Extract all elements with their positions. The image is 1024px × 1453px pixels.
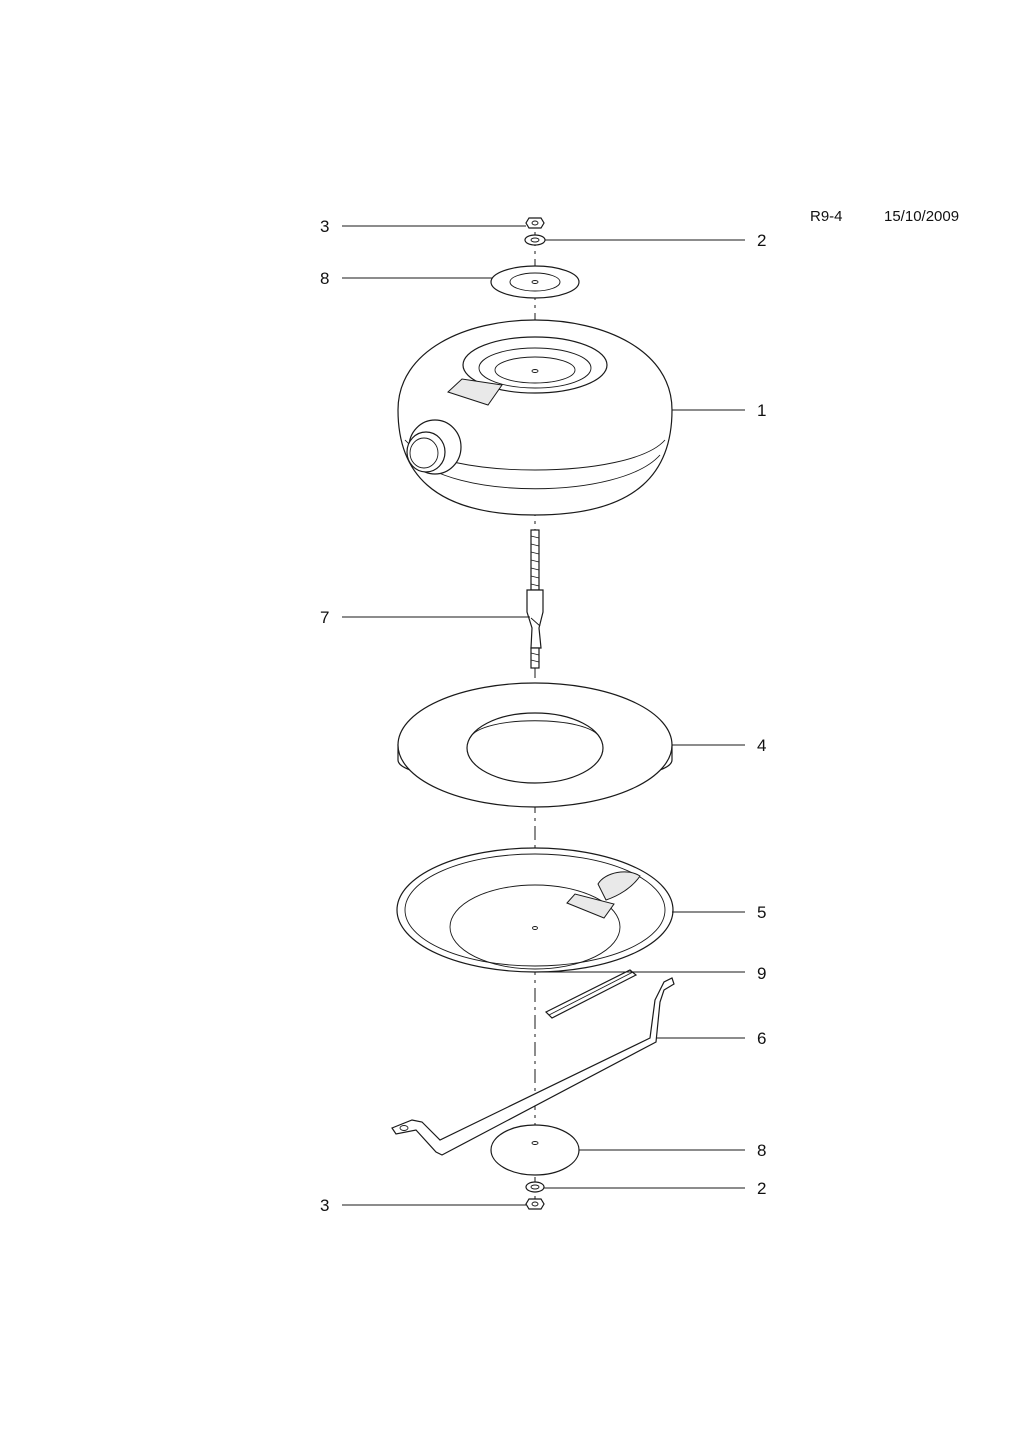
part-strip <box>544 969 638 1019</box>
callout-1: 1 <box>757 401 766 420</box>
part-nut-top <box>525 217 545 229</box>
callout-9: 9 <box>757 964 766 983</box>
callout-7: 7 <box>320 608 329 627</box>
part-nut-bottom <box>525 1198 545 1210</box>
leader-lines <box>342 225 745 1206</box>
part-bracket <box>391 977 675 1156</box>
callout-4: 4 <box>757 736 766 755</box>
callout-8-top: 8 <box>320 269 329 288</box>
callout-6: 6 <box>757 1029 766 1048</box>
part-threaded-rod <box>526 529 544 669</box>
part-plate-top <box>490 265 580 299</box>
part-plate-bottom <box>490 1124 580 1176</box>
part-washer-top <box>524 234 546 246</box>
callout-3-bottom: 3 <box>320 1196 329 1215</box>
callout-labels: 3 2 8 1 7 4 5 9 6 8 2 3 <box>320 217 766 1215</box>
part-washer-bottom <box>525 1181 545 1193</box>
drawing-code: R9-4 <box>810 208 843 225</box>
callout-3-top: 3 <box>320 217 329 236</box>
drawing-date: 15/10/2009 <box>884 208 960 225</box>
callout-5: 5 <box>757 903 766 922</box>
callout-2-bottom: 2 <box>757 1179 766 1198</box>
callout-8-bottom: 8 <box>757 1141 766 1160</box>
part-tank <box>397 319 673 516</box>
callout-2-top: 2 <box>757 231 766 250</box>
part-tray <box>396 847 674 973</box>
part-ring <box>397 682 673 808</box>
